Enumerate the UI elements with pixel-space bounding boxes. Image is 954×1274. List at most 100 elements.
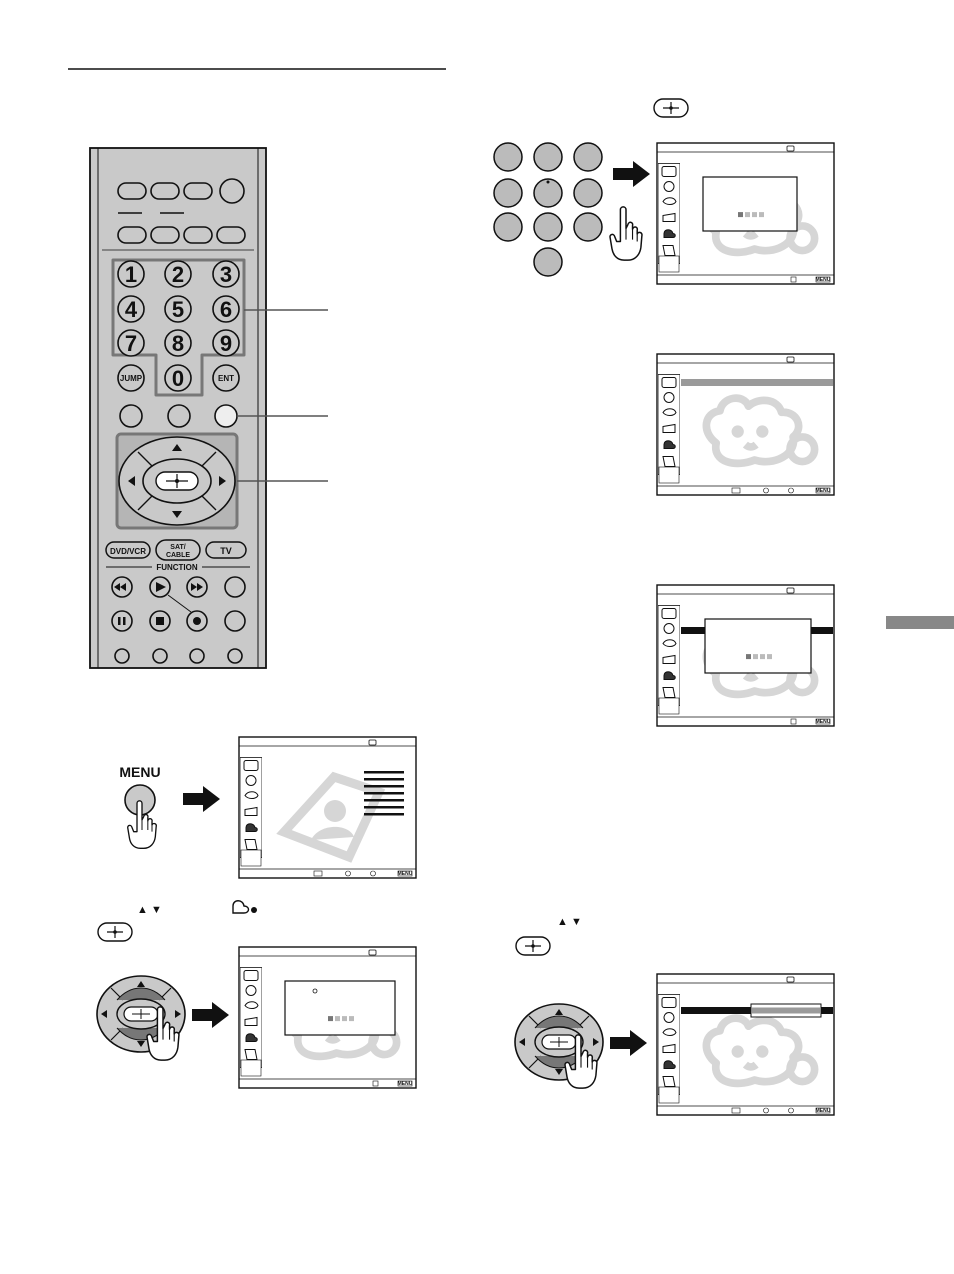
remote-menu-button[interactable] — [214, 404, 238, 428]
key-8[interactable] — [533, 212, 563, 242]
number-key-label: 8 — [172, 331, 184, 356]
password-digit — [349, 1016, 354, 1022]
joystick-step-left: ▲ ▼ — [96, 900, 257, 1061]
password-digit — [746, 654, 751, 660]
ent-button-label: ENT — [218, 374, 234, 383]
remote-top-button[interactable] — [183, 226, 213, 244]
ent-button[interactable] — [212, 364, 240, 392]
number-key-0[interactable] — [164, 364, 192, 392]
tv-label: TV — [220, 546, 232, 556]
number-key-6[interactable] — [212, 295, 240, 323]
menu-highlight-bar — [681, 379, 833, 386]
key-2[interactable] — [533, 142, 563, 172]
footer-menu-label: MENU — [816, 719, 831, 725]
arrow-right-icon — [613, 161, 650, 187]
tv-screen: MENU — [238, 736, 417, 879]
sat-cable-button[interactable] — [155, 539, 201, 561]
svg-text:▲ ▼: ▲ ▼ — [137, 904, 162, 916]
tv-status-icon — [368, 739, 377, 746]
number-key-4[interactable] — [117, 295, 145, 323]
enter-symbol — [97, 922, 133, 942]
password-digit — [759, 212, 764, 218]
menu-icon-column — [658, 162, 680, 265]
password-digit — [335, 1016, 340, 1022]
password-digit — [738, 212, 743, 218]
remote-round-button[interactable] — [119, 404, 143, 428]
key-7[interactable] — [493, 212, 523, 242]
pause-button[interactable] — [111, 610, 133, 632]
remote-small-button[interactable] — [152, 648, 168, 664]
password-digit — [342, 1016, 347, 1022]
key-6[interactable] — [573, 178, 603, 208]
jump-button[interactable] — [117, 364, 145, 392]
footer-menu-label: MENU — [816, 488, 831, 494]
key-3[interactable] — [573, 142, 603, 172]
password-digit — [328, 1016, 333, 1022]
number-key-7[interactable] — [117, 329, 145, 357]
remote-round-button[interactable] — [224, 610, 246, 632]
tv-screen: MENU — [656, 142, 835, 285]
number-key-label: 0 — [172, 366, 184, 391]
cable-label: CABLE — [166, 552, 190, 559]
remote-round-button[interactable] — [167, 404, 191, 428]
tv-button[interactable] — [205, 541, 247, 559]
dvd-vcr-label: DVD/VCR — [110, 547, 146, 556]
password-digit — [753, 654, 758, 660]
tv-screen: MENU — [656, 973, 835, 1116]
number-key-label: 1 — [125, 262, 137, 287]
key-0[interactable] — [533, 247, 563, 277]
tv-status-icon — [786, 587, 795, 594]
key-4[interactable] — [493, 178, 523, 208]
footer-menu-label: MENU — [398, 871, 413, 877]
key-1[interactable] — [493, 142, 523, 172]
enter-symbol-top — [653, 98, 689, 118]
remote-top-button[interactable] — [183, 182, 213, 200]
callout-lines — [237, 309, 328, 482]
remote-round-button[interactable] — [224, 576, 246, 598]
enter-symbol — [515, 936, 551, 956]
number-key-label: 6 — [220, 297, 232, 322]
password-digit — [752, 212, 757, 218]
number-key-label: 7 — [125, 331, 137, 356]
remote-power-button[interactable] — [219, 178, 245, 204]
number-key-9[interactable] — [212, 329, 240, 357]
hand-pointer-icon — [609, 206, 643, 261]
footer-menu-label: MENU — [816, 1108, 831, 1114]
footer-menu-label: MENU — [816, 277, 831, 283]
number-key-5[interactable] — [164, 295, 192, 323]
tv-status-icon — [786, 356, 795, 363]
function-label: FUNCTION — [156, 563, 198, 572]
tv-status-icon — [786, 976, 795, 983]
number-key-3[interactable] — [212, 260, 240, 288]
joystick-step-right: ▲ ▼ — [514, 916, 647, 1089]
function-buttons: DVD/VCR SAT/ CABLE TV FUNCTION — [105, 539, 250, 572]
remote-small-button[interactable] — [189, 648, 205, 664]
arrow-right-icon — [183, 786, 220, 812]
number-key-8[interactable] — [164, 329, 192, 357]
sat-label: SAT/ — [170, 544, 185, 551]
number-key-label: 5 — [172, 297, 184, 322]
remote-small-button[interactable] — [114, 648, 130, 664]
remote-top-button[interactable] — [150, 226, 180, 244]
remote-small-button[interactable] — [227, 648, 243, 664]
password-digit — [767, 654, 772, 660]
remote-top-button[interactable] — [216, 226, 246, 244]
key-9[interactable] — [573, 212, 603, 242]
key-5[interactable] — [533, 178, 563, 208]
password-dialog — [704, 618, 812, 674]
dvd-vcr-button[interactable] — [105, 541, 151, 559]
tv-status-icon — [786, 145, 795, 152]
remote-top-button[interactable] — [117, 226, 147, 244]
number-key-label: 9 — [220, 331, 232, 356]
remote-top-button[interactable] — [150, 182, 180, 200]
password-digit — [745, 212, 750, 218]
picture-watermark — [276, 771, 404, 863]
number-key-1[interactable] — [117, 260, 145, 288]
password-digit — [760, 654, 765, 660]
arrow-right-icon — [610, 1030, 647, 1056]
remote-top-button[interactable] — [117, 182, 147, 200]
number-key-2[interactable] — [164, 260, 192, 288]
tv-screen: MENU — [656, 353, 835, 496]
